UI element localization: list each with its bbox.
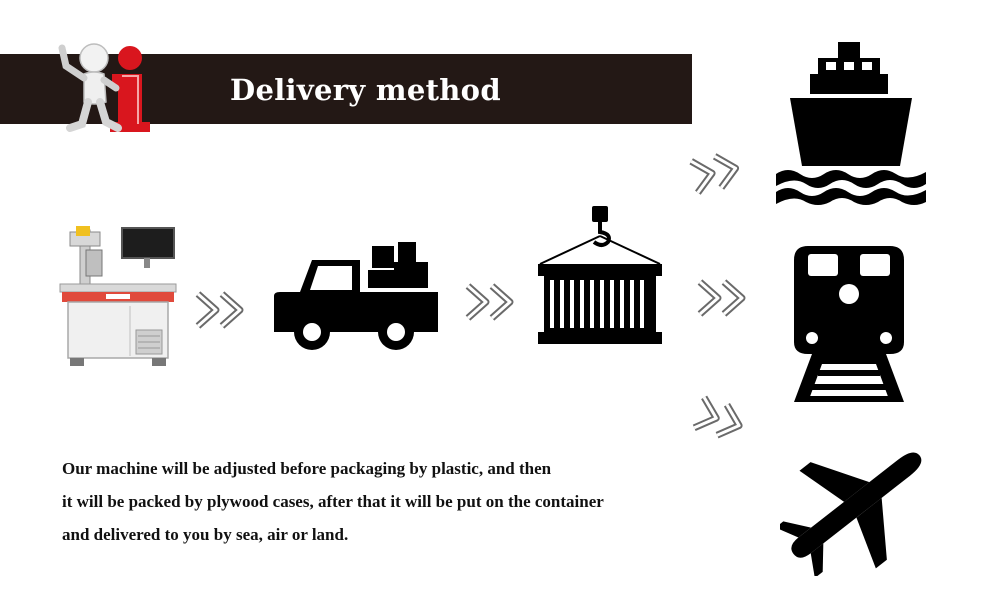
double-chevron-right-icon [689,153,740,195]
laser-machine-image [59,226,177,366]
ship-icon [776,42,926,205]
airplane-icon [780,452,922,576]
delivery-description: Our machine will be adjusted before pack… [62,452,762,551]
double-chevron-right-icon [697,279,746,317]
train-icon [794,246,904,402]
info-mascot-icon [58,43,150,132]
page-title: Delivery method [230,73,501,107]
double-chevron-right-icon [465,283,514,321]
double-chevron-right-icon [195,291,244,329]
container-crane-icon [538,206,662,344]
description-line: Our machine will be adjusted before pack… [62,459,552,478]
description-line: it will be packed by plywood cases, afte… [62,492,604,511]
description-line: and delivered to you by sea, air or land… [62,525,349,544]
truck-icon [274,242,438,350]
double-chevron-right-icon [692,395,743,439]
